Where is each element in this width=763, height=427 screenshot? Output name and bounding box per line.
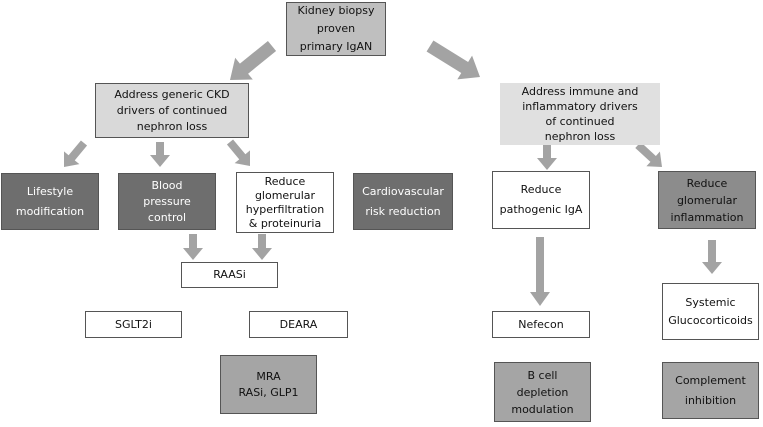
box-blood-pressure: Blood pressure control bbox=[118, 173, 216, 230]
arrow-7 bbox=[183, 234, 203, 260]
box-immune-drivers: Address immune and inflammatory drivers … bbox=[500, 83, 660, 145]
box-bcell: B cell depletion modulation bbox=[494, 362, 591, 422]
box-lifestyle: Lifestyle modification bbox=[1, 173, 99, 230]
box-generic-ckd-drivers: Address generic CKD drivers of continued… bbox=[95, 83, 249, 138]
arrow-10 bbox=[702, 240, 722, 274]
arrow-8 bbox=[252, 234, 272, 260]
arrow-1 bbox=[426, 40, 480, 80]
arrow-3 bbox=[150, 142, 170, 167]
arrow-4 bbox=[226, 139, 250, 166]
box-mra: MRA RASi, GLP1 bbox=[220, 355, 317, 414]
box-deara: DEARA bbox=[249, 311, 348, 338]
box-sglt2i: SGLT2i bbox=[85, 311, 182, 338]
box-reduce-inflammation: Reduce glomerular inflammation bbox=[658, 171, 756, 229]
arrow-6 bbox=[635, 142, 662, 167]
arrow-2 bbox=[64, 140, 88, 167]
box-glucocorticoids: Systemic Glucocorticoids bbox=[662, 283, 759, 340]
root-box-igan: Kidney biopsy proven primary IgAN bbox=[286, 2, 386, 56]
box-complement: Complement inhibition bbox=[662, 362, 759, 419]
box-raasi: RAASi bbox=[181, 262, 278, 288]
arrow-9 bbox=[530, 237, 550, 306]
box-nefecon: Nefecon bbox=[492, 311, 590, 338]
arrow-5 bbox=[537, 145, 557, 170]
box-cardiovascular: Cardiovascular risk reduction bbox=[353, 173, 453, 230]
box-reduce-iga: Reduce pathogenic IgA bbox=[492, 171, 590, 229]
box-hyperfiltration: Reduce glomerular hyperfiltration & prot… bbox=[236, 172, 334, 233]
arrow-0 bbox=[230, 40, 277, 80]
